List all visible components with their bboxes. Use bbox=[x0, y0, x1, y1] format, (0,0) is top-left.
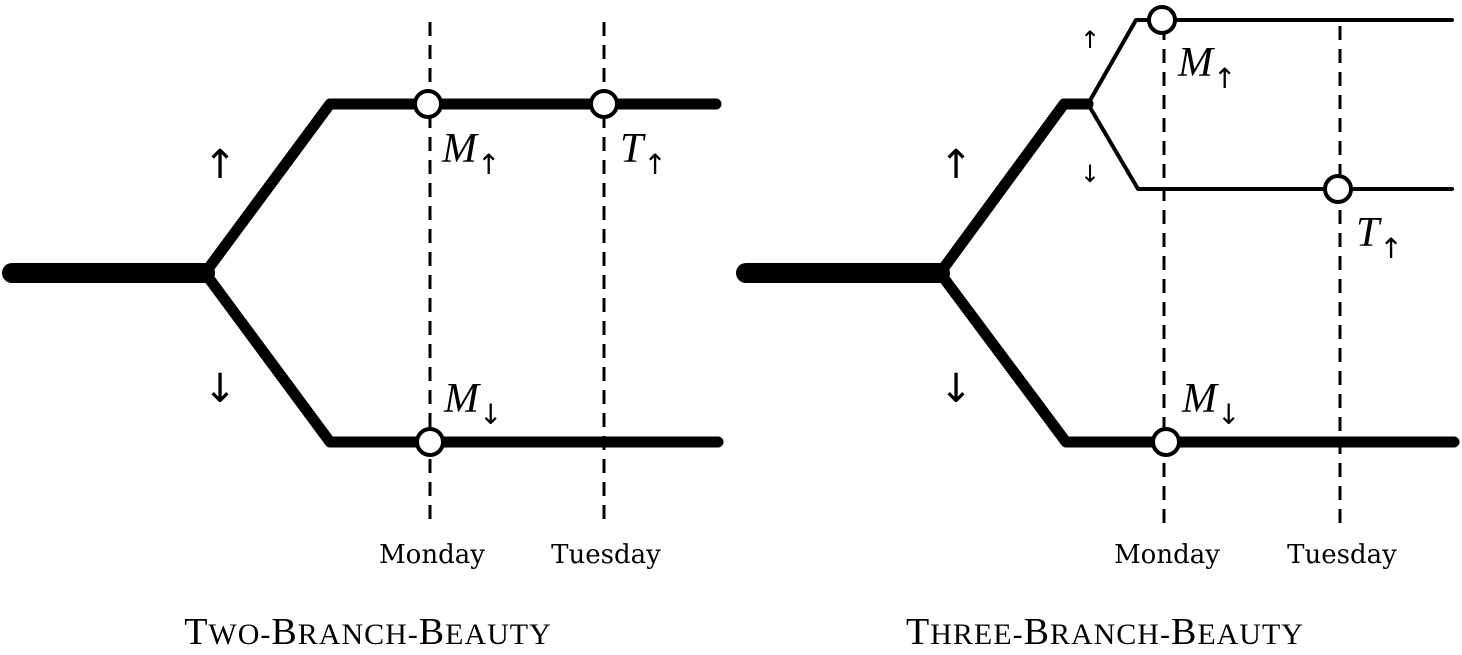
node-monday-down bbox=[415, 427, 445, 457]
monday-label: Monday bbox=[379, 540, 485, 570]
up-arrow-label: ↑ bbox=[203, 142, 237, 188]
diagram-caption: THREE-BRANCH-BEAUTY bbox=[906, 611, 1304, 653]
node-monday-up bbox=[1147, 5, 1177, 35]
monday-label: Monday bbox=[1114, 540, 1220, 570]
node-tuesday-up bbox=[589, 89, 619, 119]
node-monday-up bbox=[413, 89, 443, 119]
point-subscript: ↓ bbox=[1217, 398, 1240, 431]
node-tuesday-up bbox=[1323, 174, 1353, 204]
point-letter: T bbox=[620, 126, 646, 172]
node-monday-down bbox=[1151, 427, 1181, 457]
point-letter: M bbox=[1177, 40, 1215, 86]
point-label-m-up: M↑ bbox=[441, 126, 500, 181]
tuesday-label: Tuesday bbox=[1287, 540, 1397, 570]
down-arrow-label: ↓ bbox=[203, 366, 237, 412]
two-branch-diagram: ↑ ↓ M↑ T↑ M↓ Monday Tuesday TWO-BRANCH-B… bbox=[2, 22, 724, 653]
point-subscript: ↓ bbox=[479, 398, 502, 431]
lower-branch-line bbox=[934, 267, 1460, 448]
point-subscript: ↑ bbox=[1379, 232, 1402, 265]
point-letter: T bbox=[1356, 210, 1382, 256]
point-label-m-up: M↑ bbox=[1177, 40, 1236, 95]
small-up-arrow-label: ↑ bbox=[1080, 26, 1100, 54]
point-label-t-up: T↑ bbox=[1356, 210, 1403, 265]
point-subscript: ↑ bbox=[1213, 62, 1236, 95]
point-label-m-down: M↓ bbox=[443, 376, 502, 431]
tuesday-label: Tuesday bbox=[551, 540, 661, 570]
point-letter: M bbox=[443, 376, 481, 422]
upper-branch-line bbox=[199, 98, 722, 279]
point-letter: M bbox=[441, 126, 479, 172]
three-branch-diagram: ↑ ↓ ↑ ↓ M↑ T↑ M↓ Monday Tuesday THREE-BR… bbox=[736, 5, 1460, 653]
upper-branch-line bbox=[934, 98, 1094, 279]
small-down-arrow-label: ↓ bbox=[1080, 160, 1100, 188]
point-label-m-down: M↓ bbox=[1181, 376, 1240, 431]
point-letter: M bbox=[1181, 376, 1219, 422]
upper-sub-branch-down-line bbox=[1086, 102, 1454, 191]
down-arrow-label: ↓ bbox=[939, 366, 973, 412]
point-subscript: ↑ bbox=[477, 148, 500, 181]
point-label-t-up: T↑ bbox=[620, 126, 667, 181]
point-subscript: ↑ bbox=[643, 148, 666, 181]
upper-sub-branch-up-line bbox=[1086, 18, 1454, 106]
up-arrow-label: ↑ bbox=[939, 142, 973, 188]
diagram-caption: TWO-BRANCH-BEAUTY bbox=[184, 611, 552, 653]
lower-branch-line bbox=[199, 267, 724, 448]
